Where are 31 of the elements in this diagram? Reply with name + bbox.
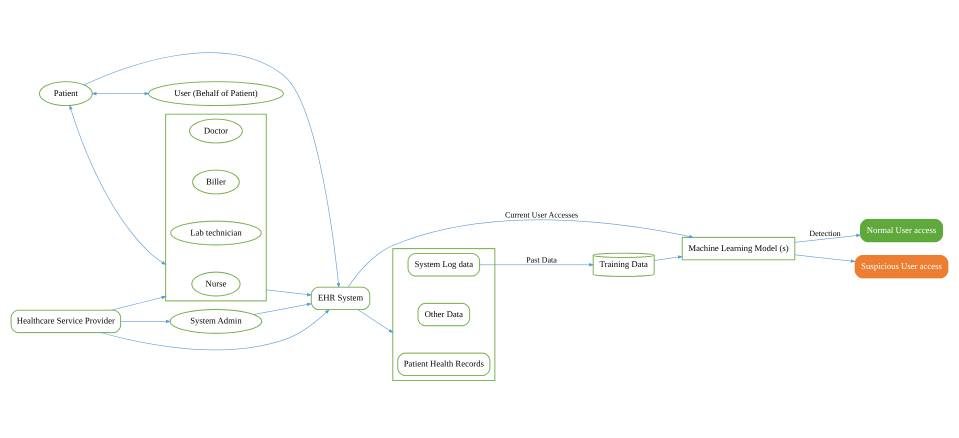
node-box: Other Data — [418, 302, 470, 326]
node-ellipse: Biller — [192, 170, 240, 194]
arrow — [266, 290, 312, 296]
node-ellipse: Lab technician — [170, 220, 262, 246]
node-box: Healthcare Service Provider — [10, 310, 122, 334]
arrow — [654, 255, 684, 261]
node-ellipse: Patient — [39, 81, 93, 106]
cluster — [165, 114, 267, 302]
node-ellipse: System Admin — [170, 309, 262, 334]
arrow — [479, 263, 594, 267]
node-box: System Log data — [408, 253, 480, 276]
arrow — [69, 104, 166, 266]
arrow — [253, 302, 312, 315]
arrow — [84, 52, 340, 288]
node-box: Suspicious User access — [854, 254, 948, 278]
cluster — [392, 248, 496, 381]
arrow — [358, 309, 394, 334]
arrow — [91, 92, 150, 96]
node-ellipse: Doctor — [189, 118, 243, 144]
arrow — [348, 220, 694, 288]
arrow — [794, 254, 856, 263]
node-ellipse: User (Behalf of Patient) — [148, 81, 284, 106]
arrow — [110, 296, 167, 311]
arrow — [120, 320, 171, 324]
arrow — [794, 234, 862, 243]
node-box: Machine Learning Model (s) — [682, 236, 796, 260]
node-box: Normal User access — [860, 218, 944, 242]
node-ellipse: Nurse — [191, 272, 241, 296]
node-box: Patient Health Records — [397, 352, 490, 376]
arrow — [100, 309, 330, 350]
node-box: EHR System — [310, 286, 370, 310]
